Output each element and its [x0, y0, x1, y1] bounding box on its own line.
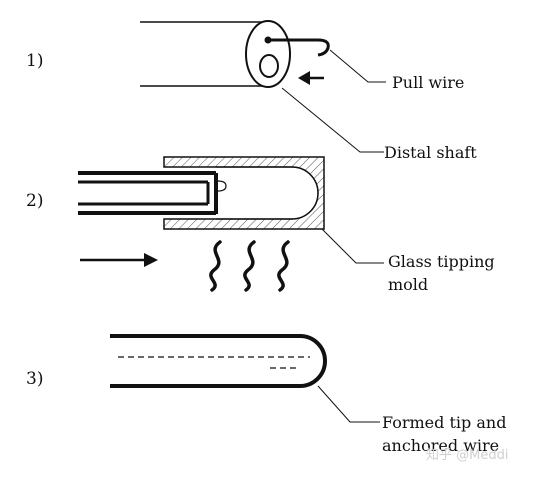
formed-tip	[110, 334, 327, 388]
distal-shaft-tube	[140, 20, 291, 88]
pull-wire-label: Pull wire	[392, 73, 464, 92]
mold-cavity	[216, 166, 319, 220]
insert-arrow-step1	[298, 71, 324, 85]
step-2-label: 2)	[26, 191, 43, 211]
mold-label-line2: mold	[388, 275, 428, 294]
step-1-label: 1)	[26, 51, 43, 71]
glass-tipping-mold	[163, 156, 325, 230]
formed-tip-label-line1: Formed tip and	[382, 413, 506, 432]
insert-arrow-step2	[80, 253, 158, 267]
shaft-lumen	[259, 54, 279, 78]
pull-wire	[268, 38, 330, 57]
watermark: 知乎 @Meddi	[426, 447, 508, 463]
pull-wire-end	[217, 180, 227, 192]
mold-label-line1: Glass tipping	[388, 252, 495, 271]
mold-leader	[321, 228, 384, 264]
step-3-label: 3)	[26, 369, 43, 389]
shaft-in-mold	[78, 171, 227, 215]
heat-waves-icon	[209, 240, 290, 292]
pull-wire-leader	[329, 49, 386, 83]
formed-tip-leader	[317, 385, 380, 423]
formed-tip-label-line2: anchored wire	[382, 436, 499, 455]
distal-shaft-leader	[281, 87, 384, 153]
distal-shaft-label: Distal shaft	[384, 143, 477, 162]
